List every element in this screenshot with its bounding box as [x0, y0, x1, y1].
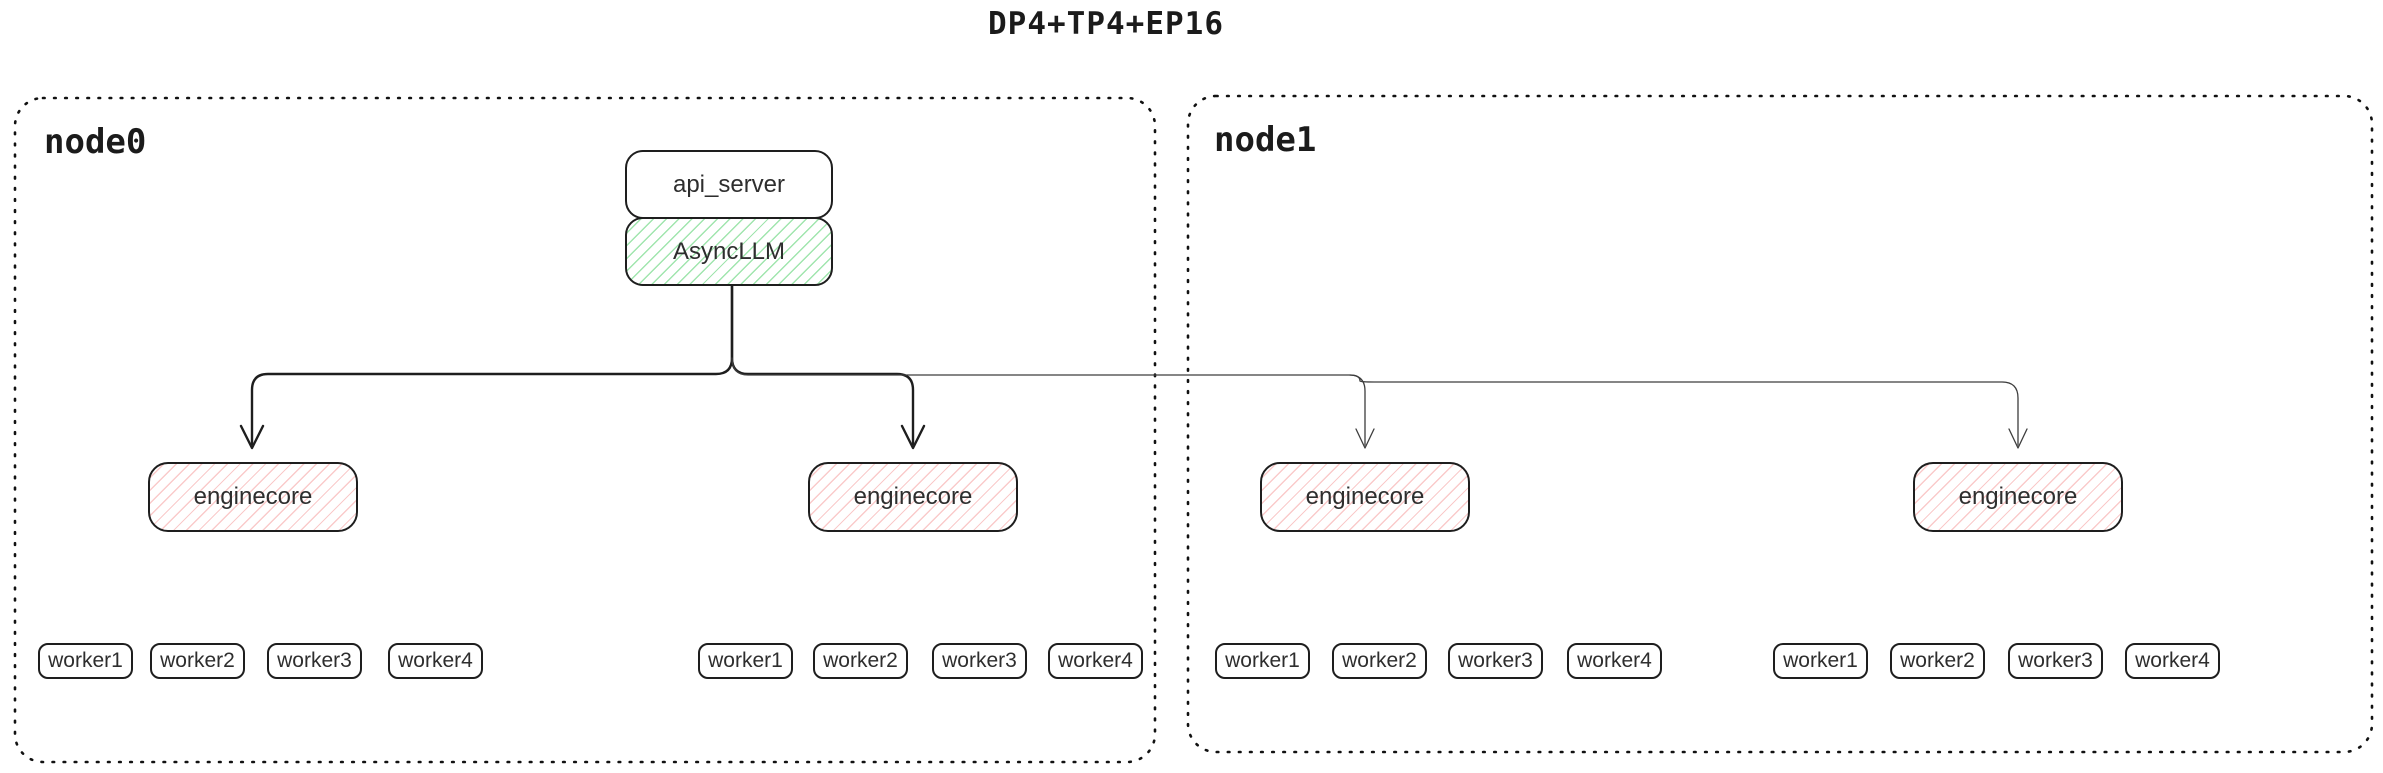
worker-label: worker4 — [1577, 649, 1652, 672]
worker-label: worker1 — [708, 649, 783, 672]
node0-label: node0 — [44, 122, 147, 162]
worker-box-g3-4: worker4 — [1567, 643, 1662, 679]
worker-label: worker1 — [48, 649, 123, 672]
worker-box-g1-1: worker1 — [38, 643, 133, 679]
worker-box-g3-3: worker3 — [1448, 643, 1543, 679]
arrow-asyncllm-to-enginecore-3 — [731, 357, 1366, 446]
worker-box-g1-2: worker2 — [150, 643, 245, 679]
enginecore-1-label: enginecore — [193, 483, 313, 510]
api-server-label: api_server — [672, 170, 786, 198]
arrowhead-enginecore-3 — [1355, 428, 1375, 449]
worker-label: worker4 — [398, 649, 473, 672]
worker-box-g4-2: worker2 — [1890, 643, 1985, 679]
enginecore-box-3: enginecore — [1260, 462, 1470, 532]
worker-box-g1-4: worker4 — [388, 643, 483, 679]
worker-label: worker3 — [1458, 649, 1533, 672]
diagram-title: DP4+TP4+EP16 — [988, 6, 1224, 42]
worker-box-g4-4: worker4 — [2125, 643, 2220, 679]
worker-box-g3-2: worker2 — [1332, 643, 1427, 679]
worker-box-g1-3: worker3 — [267, 643, 362, 679]
enginecore-box-2: enginecore — [808, 462, 1018, 532]
worker-label: worker3 — [277, 649, 352, 672]
worker-label: worker1 — [1783, 649, 1858, 672]
worker-box-g2-4: worker4 — [1048, 643, 1143, 679]
asyncllm-box: AsyncLLM — [625, 217, 833, 286]
node1-label: node1 — [1214, 120, 1317, 160]
arrow-asyncllm-to-enginecore-4 — [1349, 374, 2019, 446]
worker-box-g2-1: worker1 — [698, 643, 793, 679]
worker-label: worker3 — [942, 649, 1017, 672]
worker-label: worker4 — [2135, 649, 2210, 672]
worker-label: worker2 — [1900, 649, 1975, 672]
worker-box-g2-2: worker2 — [813, 643, 908, 679]
worker-box-g4-3: worker3 — [2008, 643, 2103, 679]
worker-label: worker1 — [1225, 649, 1300, 672]
worker-box-g4-1: worker1 — [1773, 643, 1868, 679]
enginecore-box-4: enginecore — [1913, 462, 2123, 532]
enginecore-2-label: enginecore — [853, 483, 973, 510]
enginecore-box-1: enginecore — [148, 462, 358, 532]
worker-box-g2-3: worker3 — [932, 643, 1027, 679]
arrowhead-enginecore-4 — [2008, 428, 2028, 449]
arrow-asyncllm-to-enginecore-2 — [730, 284, 915, 446]
enginecore-4-label: enginecore — [1958, 483, 2078, 510]
arrowhead-enginecore-2 — [900, 424, 926, 450]
api-server-box: api_server — [625, 150, 833, 219]
arrow-asyncllm-to-enginecore-1 — [250, 284, 734, 446]
worker-label: worker4 — [1058, 649, 1133, 672]
arrowhead-enginecore-1 — [239, 424, 265, 450]
worker-label: worker2 — [160, 649, 235, 672]
worker-label: worker3 — [2018, 649, 2093, 672]
enginecore-3-label: enginecore — [1305, 483, 1425, 510]
worker-label: worker2 — [823, 649, 898, 672]
worker-box-g3-1: worker1 — [1215, 643, 1310, 679]
worker-label: worker2 — [1342, 649, 1417, 672]
asyncllm-label: AsyncLLM — [672, 237, 786, 265]
